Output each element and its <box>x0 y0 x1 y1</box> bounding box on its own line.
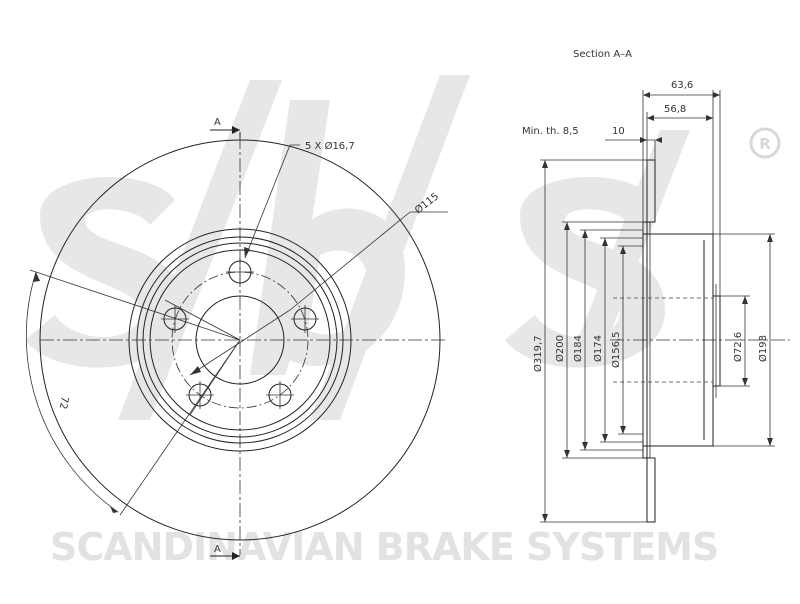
hat-ring-outer <box>128 228 352 452</box>
radial-line <box>164 299 241 341</box>
angle-label: 72 <box>57 395 70 409</box>
registered-mark: R <box>759 135 771 153</box>
sbs-watermark-logo <box>25 75 781 420</box>
thickness-value: 10 <box>612 126 625 137</box>
center-bore <box>195 295 285 385</box>
section-title: Section A–A <box>573 49 632 60</box>
section-marker-top: A <box>214 117 221 128</box>
outer-disc-edge <box>39 139 441 541</box>
bolt-hole-label: 5 X Ø16,7 <box>305 140 355 152</box>
bolt-hole <box>226 258 254 286</box>
hub-face <box>713 295 721 387</box>
diameter-184-label: Ø184 <box>572 335 584 362</box>
diameter-319-label: Ø319,7 <box>532 336 544 373</box>
bolt-hole <box>291 305 319 333</box>
angle-ref-line <box>119 339 241 516</box>
watermark-tagline: SCANDINAVIAN BRAKE SYSTEMS <box>50 525 718 569</box>
angle-ref-line <box>29 269 241 341</box>
bolt-hole <box>161 305 189 333</box>
diameter-156-label: Ø156,5 <box>610 332 622 369</box>
hat-ring-2 <box>136 236 344 444</box>
hat-ring-inner <box>149 249 331 431</box>
diameter-dimensions-right <box>713 233 775 447</box>
diameter-174-label: Ø174 <box>592 335 604 362</box>
diameter-198-label: Ø198 <box>757 335 769 362</box>
hat-ring-3 <box>142 242 338 438</box>
diameter-200-label: Ø200 <box>554 335 566 362</box>
diameter-dimensions-left <box>540 159 647 523</box>
section-marker-bottom: A <box>214 544 221 555</box>
diameter-72-label: Ø72,6 <box>732 332 744 362</box>
overall-height-value: 63,6 <box>671 80 693 91</box>
bolt-leader <box>244 144 300 259</box>
angle-arc <box>25 271 119 513</box>
bolt-hole <box>186 381 214 409</box>
section-view <box>540 90 790 523</box>
pcd-leader <box>289 211 411 311</box>
hat-height-value: 56,8 <box>664 104 686 115</box>
bolt-hole <box>266 381 294 409</box>
bolt-holes <box>161 258 319 409</box>
min-thickness-label: Min. th. 8,5 <box>522 126 579 137</box>
front-view <box>25 126 448 560</box>
